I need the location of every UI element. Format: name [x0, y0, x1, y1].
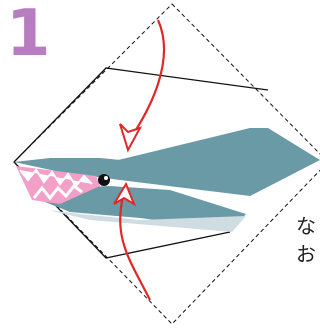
shark-eye-icon [98, 174, 110, 186]
shark-upper-body [14, 128, 320, 196]
shark-lower-teeth [32, 183, 83, 201]
paper-dashed-outline [13, 3, 320, 325]
shark-upper-teeth [19, 168, 93, 188]
shark-belly [48, 210, 246, 232]
caption-text: な お [296, 214, 316, 266]
fold-line-upper [13, 67, 269, 163]
fold-up-arrow-icon [113, 181, 151, 301]
step-number: 1 [6, 0, 51, 71]
fold-down-arrow-icon [119, 19, 166, 153]
shark-head [14, 158, 140, 180]
